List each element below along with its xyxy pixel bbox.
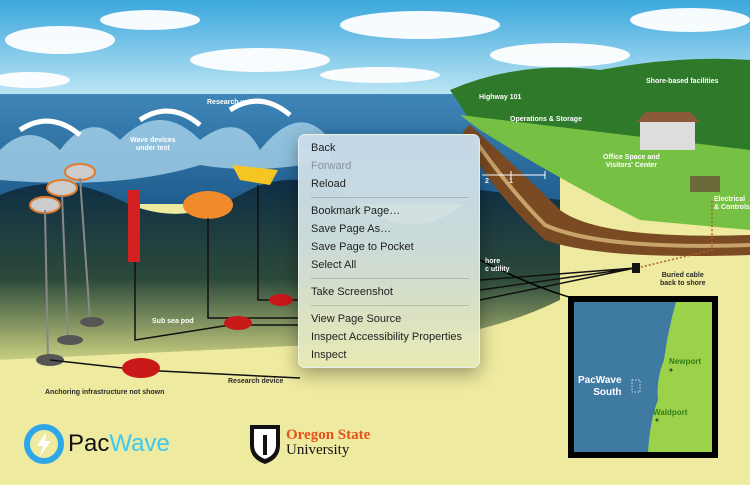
label-office: Office Space and Visitors' Center <box>603 154 660 170</box>
shore-junction <box>632 263 640 273</box>
osu-logo-line1: Oregon State <box>286 427 371 443</box>
moorings <box>44 177 91 361</box>
pacwave-logo-text-dark: Pac <box>68 430 110 457</box>
electrical-building <box>690 176 720 192</box>
locator-map <box>568 296 718 458</box>
pacwave-bolt-icon <box>24 424 64 464</box>
context-menu: Back Forward Reload Bookmark Page… Save … <box>298 134 480 368</box>
menu-item-inspect-accessibility[interactable]: Inspect Accessibility Properties <box>311 331 463 343</box>
seabed <box>0 280 750 485</box>
map-city-waldport: Waldport <box>653 408 688 417</box>
menu-item-forward: Forward <box>311 160 352 172</box>
label-wave-devices: Wave devices under test <box>130 137 176 153</box>
menu-item-take-screenshot[interactable]: Take Screenshot <box>311 286 393 298</box>
sub-sea-pods <box>122 294 293 378</box>
wave-devices <box>29 163 278 262</box>
menu-item-inspect[interactable]: Inspect <box>311 349 347 361</box>
label-shore-facilities: Shore-based facilities <box>646 78 719 85</box>
menu-item-save-to-pocket[interactable]: Save Page to Pocket <box>311 241 414 253</box>
scale-label-2: 2 <box>485 178 489 185</box>
map-site-label: PacWave South <box>578 375 622 398</box>
label-sub-sea-pod: Sub sea pod <box>152 318 194 325</box>
osu-logo[interactable]: Oregon State University <box>248 421 370 465</box>
menu-separator <box>311 197 469 198</box>
map-city-newport: Newport <box>669 357 701 366</box>
scale-bar <box>482 171 546 179</box>
label-shore-utility: hore c utility <box>485 258 510 274</box>
menu-item-back[interactable]: Back <box>311 142 336 154</box>
label-highway: Highway 101 <box>479 94 522 101</box>
cliff <box>462 125 750 256</box>
pacwave-logo-text-light: Wave <box>109 430 170 457</box>
scale-label-1: 1 <box>509 178 513 185</box>
label-research-vessel: Research vessel <box>207 99 262 106</box>
menu-item-view-page-source[interactable]: View Page Source <box>311 313 402 325</box>
menu-separator <box>311 278 469 279</box>
label-research-device: Research device <box>228 378 284 385</box>
clouds <box>0 8 750 88</box>
menu-item-select-all[interactable]: Select All <box>311 259 357 271</box>
office-building <box>636 112 700 150</box>
label-anchoring: Anchoring infrastructure not shown <box>45 389 165 396</box>
osu-logo-line2: University <box>286 442 350 458</box>
label-operations: Operations & Storage <box>510 116 582 123</box>
menu-item-bookmark-page[interactable]: Bookmark Page… <box>311 205 401 217</box>
menu-item-reload[interactable]: Reload <box>311 178 346 190</box>
menu-separator <box>311 305 469 306</box>
label-electrical: Electrical & Controls <box>714 196 750 212</box>
osu-seal-icon <box>250 425 280 464</box>
menu-item-save-page-as[interactable]: Save Page As… <box>311 223 392 235</box>
label-buried-cable: Buried cable back to shore <box>660 272 706 288</box>
